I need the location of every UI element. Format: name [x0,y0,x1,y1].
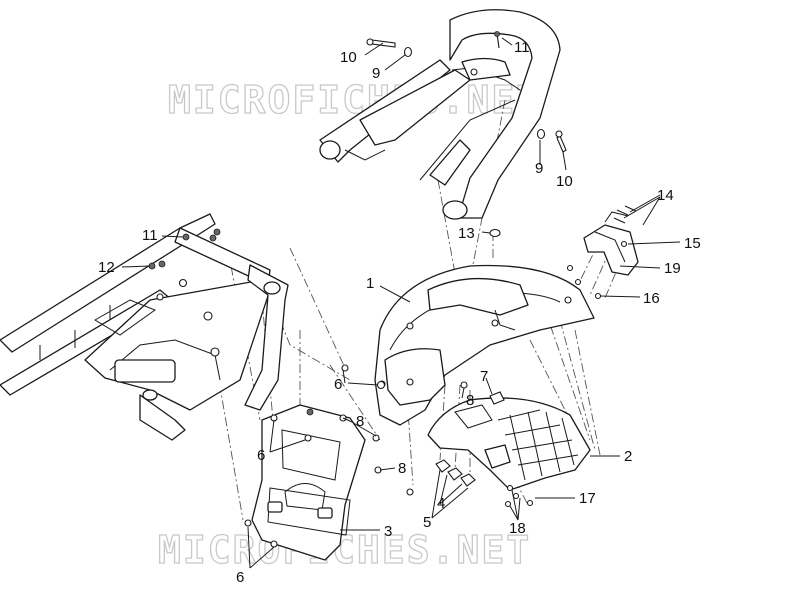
callout-11: 11 [514,39,530,56]
inner-mudguard [427,397,591,491]
callout-19: 19 [664,260,681,277]
callout-6: 6 [236,569,244,586]
leader-lines [121,37,681,569]
callout-3: 3 [384,523,392,540]
callout-labels: 10 9 11 9 10 14 15 19 16 13 1 11 12 7 6 … [98,39,701,586]
callout-12: 12 [98,259,115,276]
license-plate-holder [251,404,366,561]
hardware [148,31,637,548]
callout-2: 2 [624,448,632,465]
rear-frame [0,213,289,441]
callout-4: 4 [437,495,445,512]
callout-8: 8 [466,392,474,409]
grab-rail [319,9,561,220]
callout-9: 9 [535,160,543,177]
callout-11: 11 [142,227,158,244]
callout-7: 7 [480,368,488,385]
callout-13: 13 [458,225,475,242]
side-bracket [583,211,639,276]
callout-6: 6 [334,376,342,393]
callout-10: 10 [556,173,573,190]
callout-14: 14 [657,187,674,204]
callout-16: 16 [643,290,660,307]
callout-1: 1 [366,275,374,292]
rear-fender [374,264,595,426]
callout-17: 17 [579,490,596,507]
callout-6: 6 [257,447,265,464]
callout-10: 10 [340,49,357,66]
watermark-top: MICROFICHES.NET [168,78,541,122]
callout-5: 5 [423,514,431,531]
callout-8: 8 [398,460,406,477]
callout-8: 8 [356,413,364,430]
callout-9: 9 [372,65,380,82]
callout-18: 18 [509,520,526,537]
callout-15: 15 [684,235,701,252]
